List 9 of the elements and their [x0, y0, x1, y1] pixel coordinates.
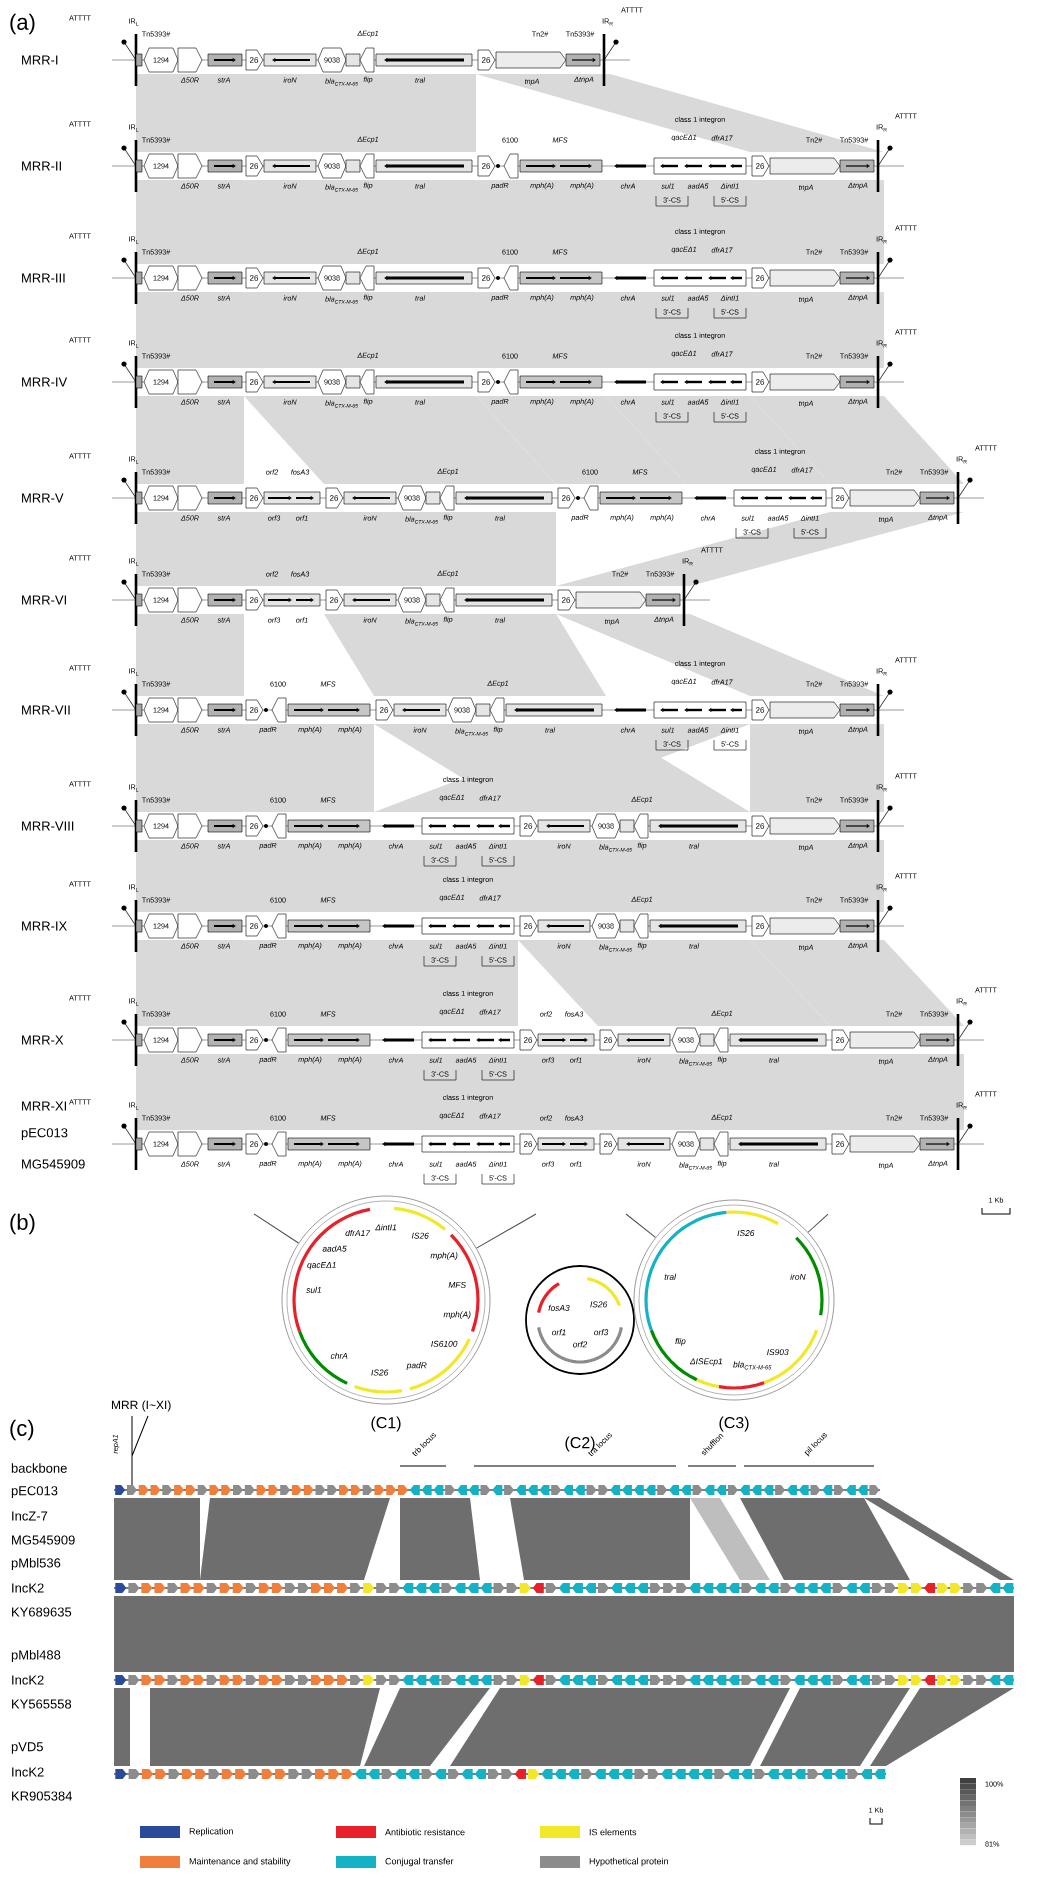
panel-letter: (b) [10, 1213, 35, 1235]
panel-letter: (c) [10, 1419, 34, 1441]
map-caption: (C1) [371, 1416, 401, 1432]
map-caption: (C3) [719, 1416, 749, 1432]
leader-line [476, 1213, 537, 1249]
panel-letter: (a) [10, 13, 35, 35]
leader-line [807, 1213, 829, 1233]
leader-line [625, 1213, 656, 1238]
leader-line [253, 1213, 300, 1244]
